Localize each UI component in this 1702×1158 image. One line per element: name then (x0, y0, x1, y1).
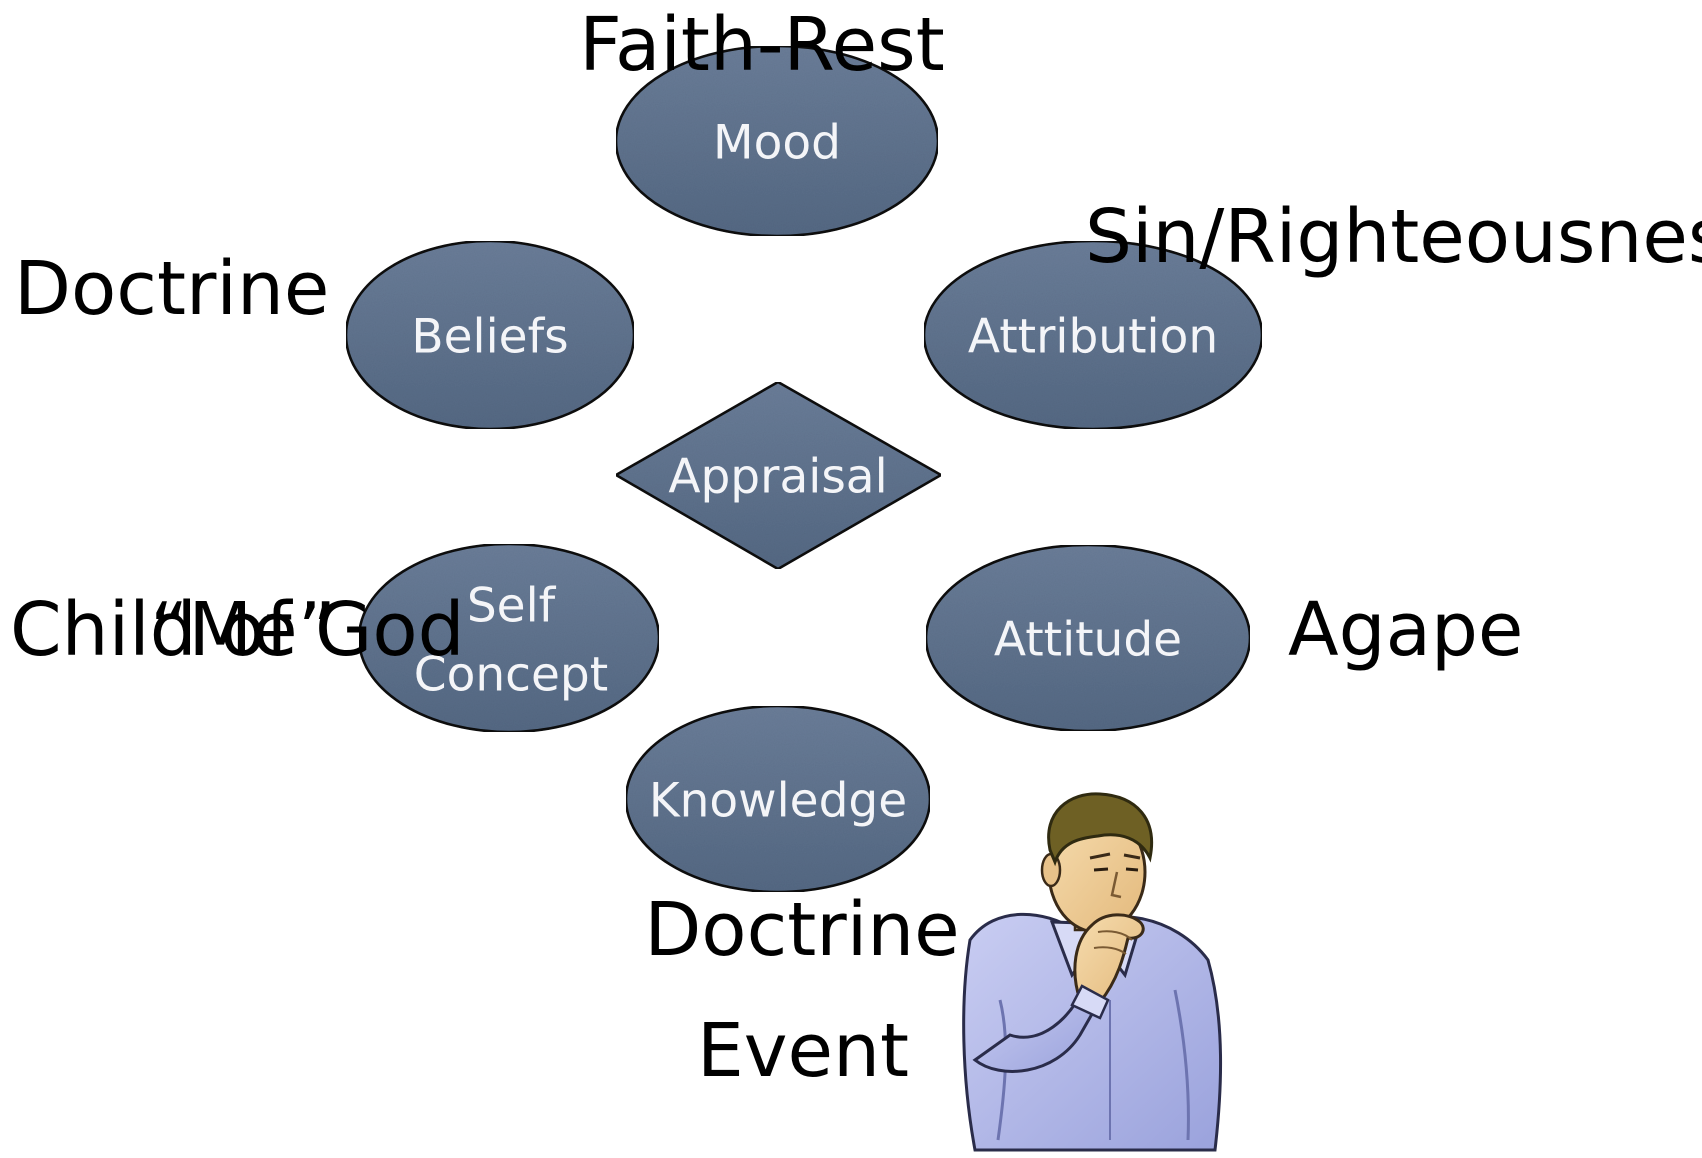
node-appraisal-label: Appraisal (668, 450, 887, 505)
node-self-concept: Self Concept (357, 542, 661, 734)
label-child-of-god: Child of God (10, 587, 465, 673)
label-me: “Me” (150, 587, 336, 673)
attribution-ellipse (922, 239, 1264, 431)
thinking-man-icon (962, 792, 1223, 1152)
label-sin-righteousness: Sin/Righteousness (1085, 194, 1702, 280)
label-doctrine-left: Doctrine (14, 246, 329, 332)
knowledge-ellipse (624, 704, 932, 894)
appraisal-diamond (613, 380, 944, 571)
label-event: Event (697, 1008, 909, 1094)
mood-ellipse (614, 44, 940, 238)
self-concept-ellipse (357, 542, 661, 734)
node-appraisal: Appraisal (613, 380, 944, 571)
label-doctrine-bottom: Doctrine (644, 887, 959, 973)
node-knowledge: Knowledge (624, 704, 932, 894)
label-agape: Agape (1288, 587, 1523, 673)
node-beliefs-label: Beliefs (411, 310, 568, 365)
node-self-concept-label-line1: Self (467, 579, 557, 634)
label-faith-rest: Faith-Rest (579, 2, 944, 88)
node-attitude: Attitude (924, 543, 1252, 733)
node-beliefs: Beliefs (344, 239, 636, 431)
attitude-ellipse (924, 543, 1252, 733)
node-mood: Mood (614, 44, 940, 238)
node-attitude-label: Attitude (994, 613, 1182, 668)
node-attribution-label: Attribution (968, 310, 1218, 365)
node-knowledge-label: Knowledge (649, 774, 907, 829)
node-mood-label: Mood (713, 116, 841, 171)
beliefs-ellipse (344, 239, 636, 431)
node-attribution: Attribution (922, 239, 1264, 431)
node-self-concept-label-line2: Concept (414, 648, 608, 703)
